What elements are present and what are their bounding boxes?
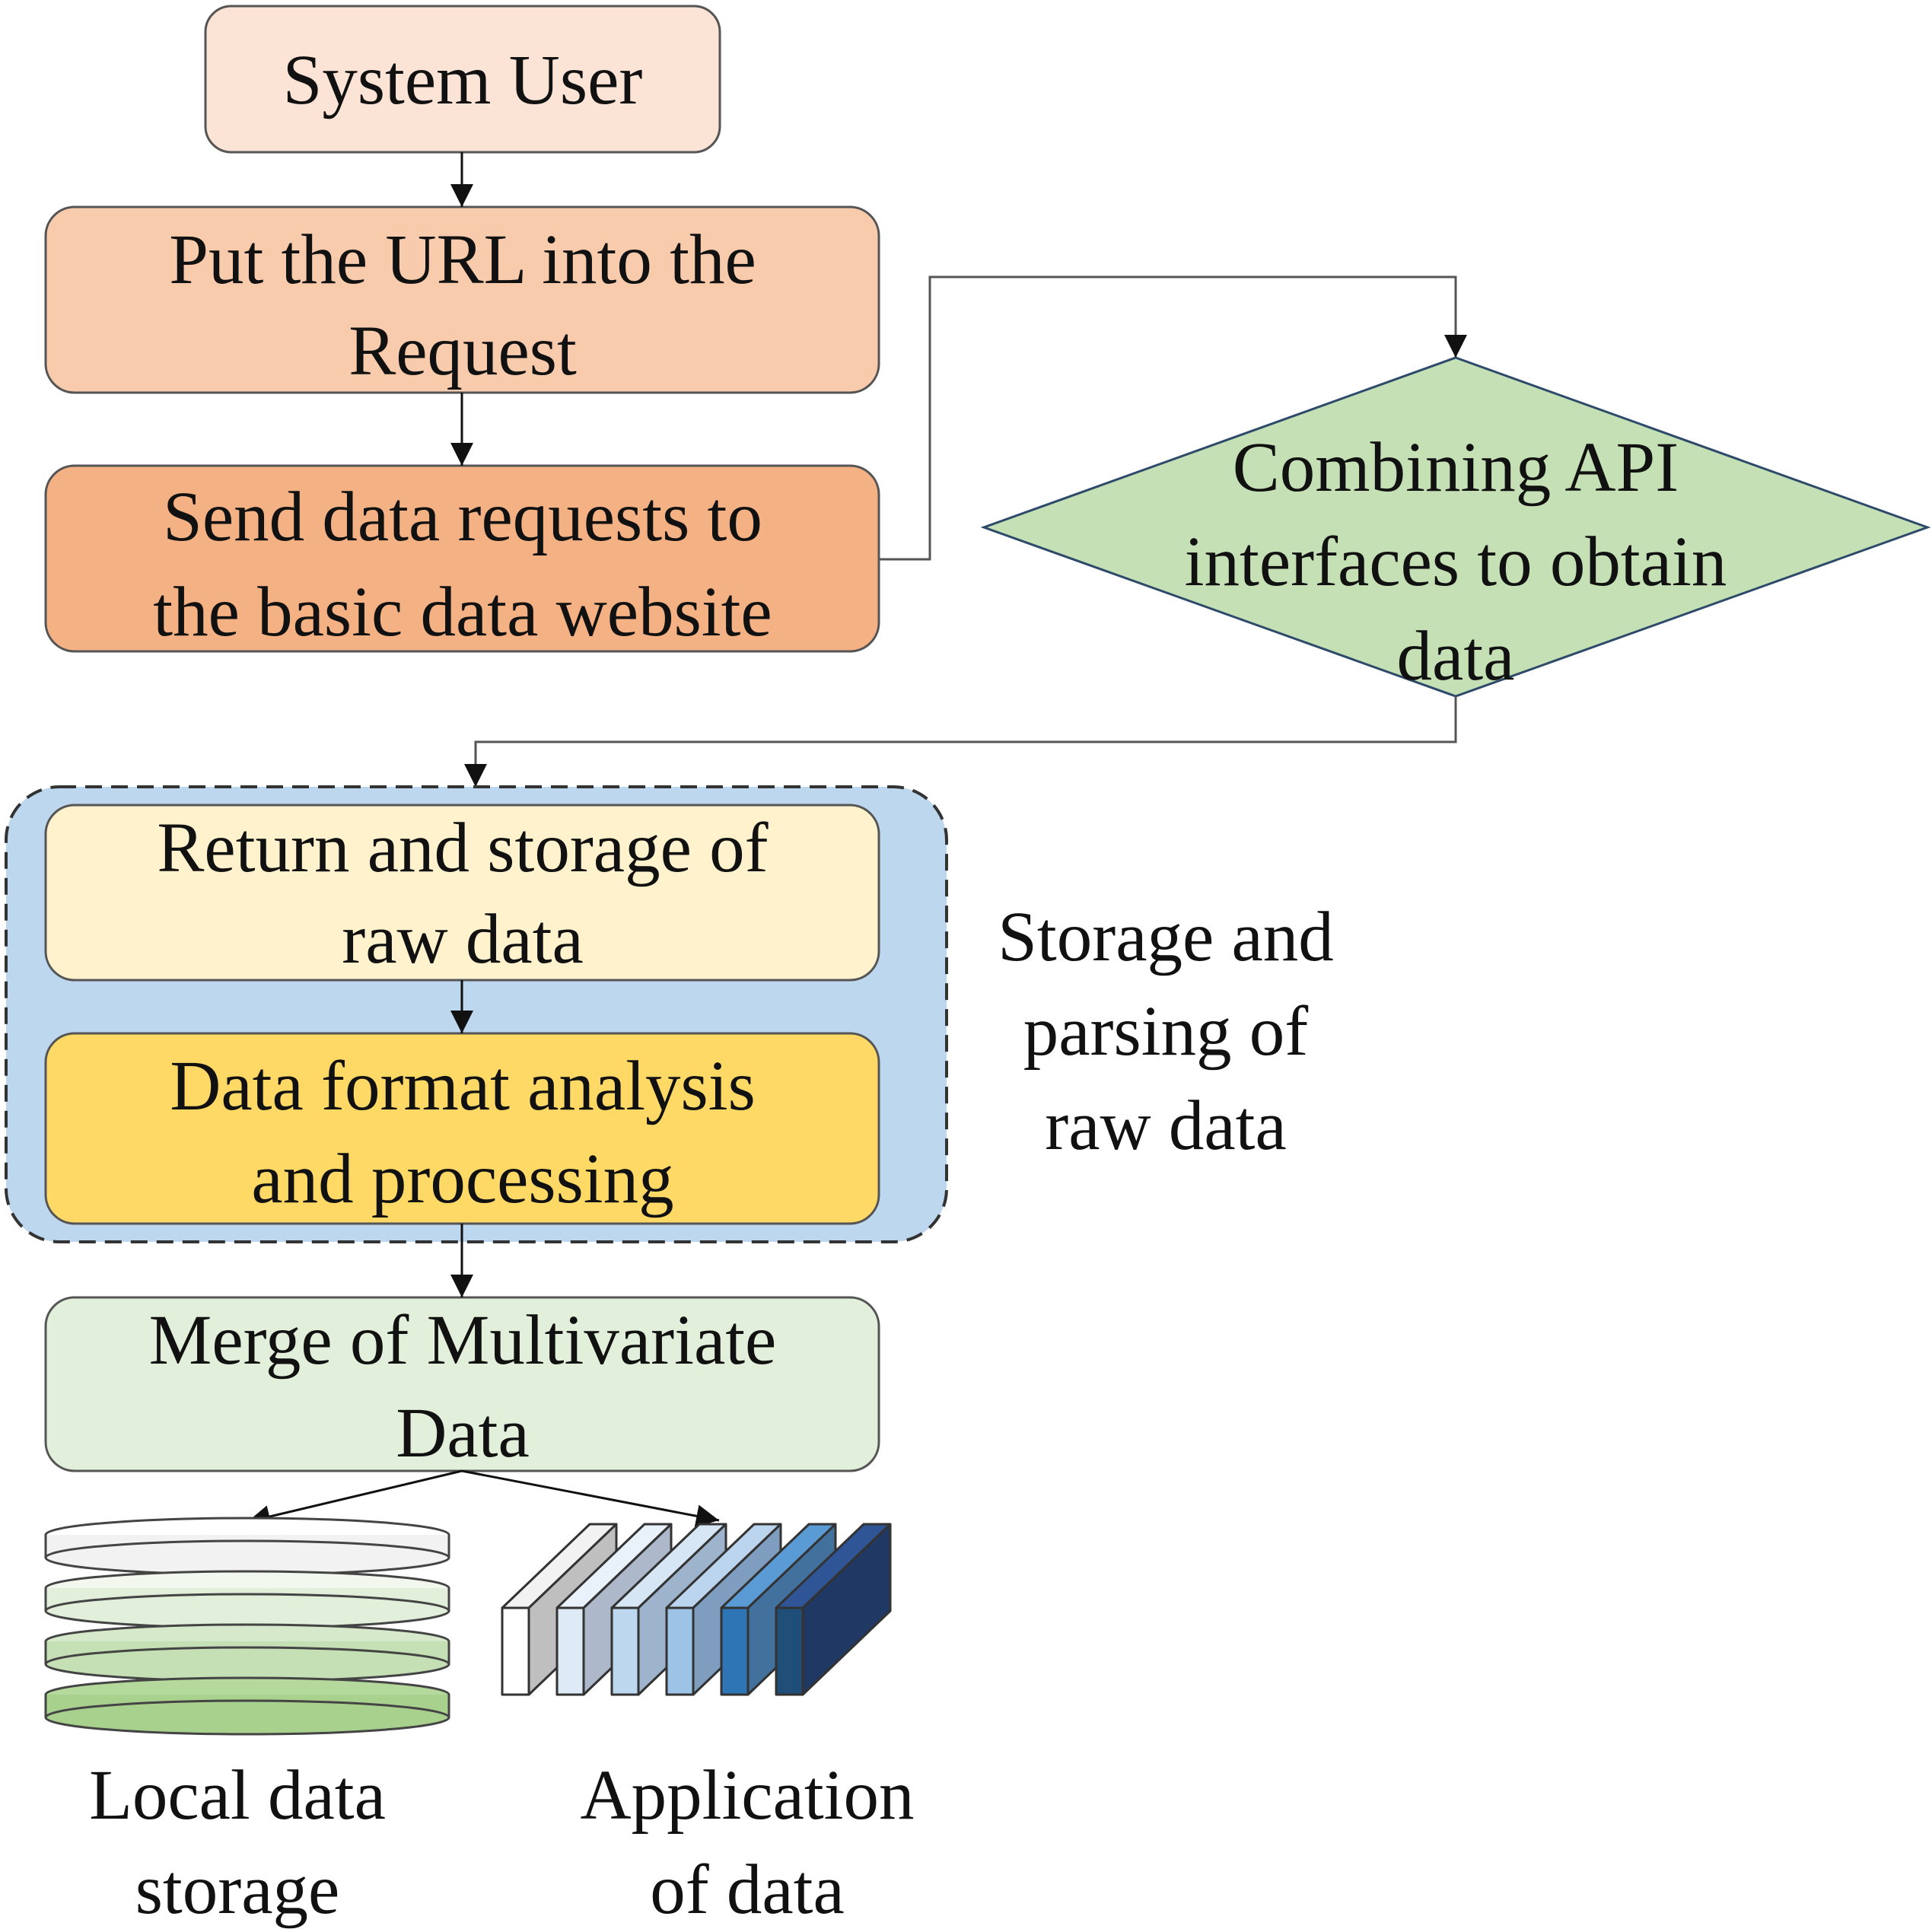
local-storage-label-line: storage	[135, 1851, 340, 1929]
system-user-label: System User	[283, 41, 643, 119]
layers-icon	[501, 1523, 892, 1696]
local-storage-label: Local data storage	[89, 1756, 386, 1929]
system-user-label-line: System User	[283, 41, 643, 119]
combining-api-label-line: Combining API	[1233, 428, 1679, 507]
put-url-label-line: Request	[349, 312, 577, 390]
arrow-diamond-to-return	[464, 696, 1457, 787]
group-label-line: parsing of	[1023, 992, 1309, 1071]
format-analysis-label: Data format analysis and processing	[170, 1047, 756, 1218]
put-url-label-line: Put the URL into the	[169, 221, 756, 299]
group-label-line: raw data	[1045, 1087, 1287, 1165]
arrow-merge-to-application	[461, 1469, 720, 1528]
send-requests-label: Send data requests to the basic data webs…	[153, 478, 772, 651]
format-analysis-label-line: and processing	[251, 1140, 673, 1218]
merge-label-line: Data	[396, 1394, 530, 1472]
local-storage-label-line: Local data	[89, 1756, 386, 1835]
arrow-send-to-diamond	[879, 275, 1467, 561]
combining-api-label: Combining API interfaces to obtain data	[1185, 428, 1727, 696]
send-requests-label-line: Send data requests to	[163, 478, 762, 556]
combining-api-label-line: interfaces to obtain	[1185, 523, 1727, 601]
group-label: Storage and parsing of raw data	[998, 898, 1334, 1165]
group-label-line: Storage and	[998, 898, 1334, 976]
format-analysis-label-line: Data format analysis	[170, 1047, 756, 1125]
application-label-line: Application	[580, 1756, 914, 1835]
return-storage-label-line: Return and storage of	[157, 809, 768, 887]
combining-api-label-line: data	[1397, 617, 1515, 696]
arrow-merge-to-storage	[247, 1469, 463, 1528]
return-storage-label: Return and storage of raw data	[157, 809, 768, 979]
return-storage-label-line: raw data	[342, 900, 584, 979]
database-icon	[44, 1517, 450, 1736]
application-label-line: of data	[650, 1851, 845, 1929]
application-label: Application of data	[580, 1756, 914, 1929]
send-requests-label-line: the basic data website	[153, 573, 772, 651]
merge-label-line: Merge of Multivariate	[149, 1301, 777, 1380]
